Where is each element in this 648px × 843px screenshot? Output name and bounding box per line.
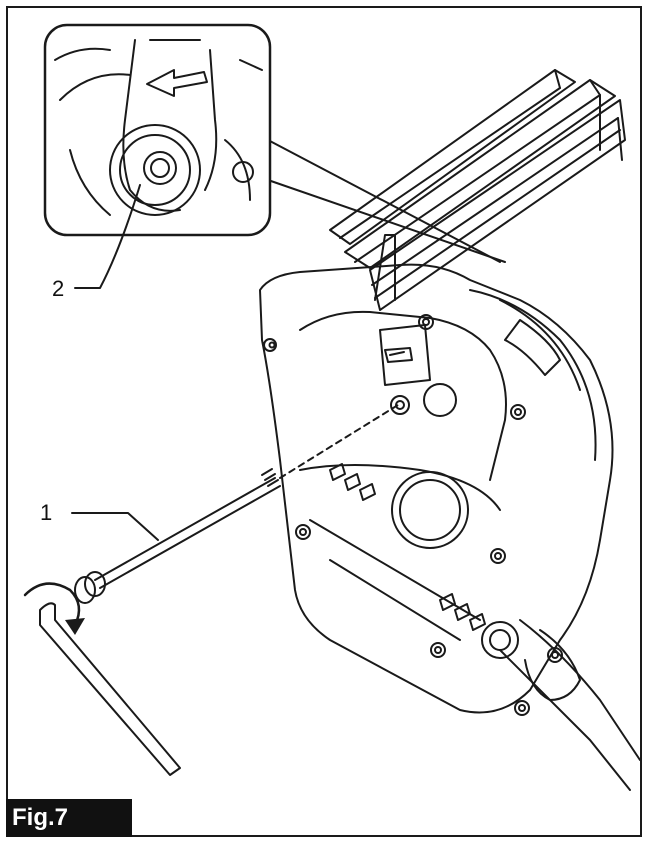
callout-label-2: 2 <box>52 276 65 301</box>
callout-label-1: 1 <box>40 500 53 525</box>
callout-leader-1 <box>71 512 159 541</box>
carriage-bolts <box>263 314 563 716</box>
zoom-inset-content <box>54 39 263 216</box>
arrow-left-icon <box>146 69 208 97</box>
rail-profile <box>329 69 626 311</box>
rotation-arrow-icon <box>23 582 81 627</box>
inset-connector-lower <box>267 179 506 263</box>
zoom-inset-frame <box>43 23 272 237</box>
figure-number-tag: Fig.7 <box>6 799 132 837</box>
hex-key-icon <box>39 468 281 776</box>
callout-leader-2 <box>74 184 141 289</box>
lower-arm <box>481 619 641 791</box>
guide-line <box>279 404 399 479</box>
carriage-body <box>259 234 614 714</box>
bolt-icon <box>390 395 410 415</box>
inset-connector-upper <box>267 139 501 263</box>
